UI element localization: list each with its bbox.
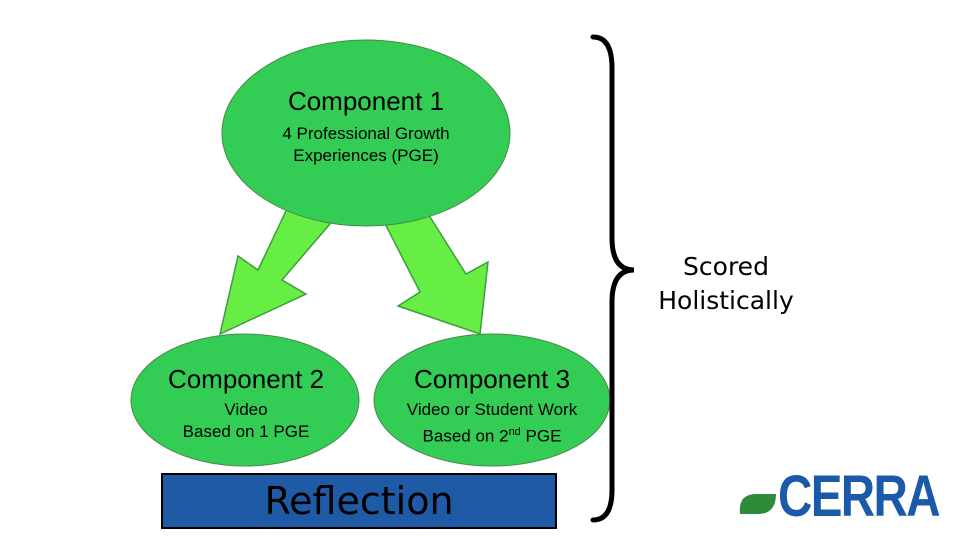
scored-holistically-label: Scored Holistically xyxy=(636,250,816,318)
component1-subtitle-line2: Experiences (PGE) xyxy=(293,146,439,165)
reflection-label: Reflection xyxy=(264,479,454,523)
component3-subtitle: Video or Student Work Based on 2nd PGE xyxy=(374,399,610,448)
scored-line2: Holistically xyxy=(658,286,794,315)
component1-subtitle: 4 Professional Growth Experiences (PGE) xyxy=(222,123,510,167)
arrow-left xyxy=(218,190,337,336)
curly-brace xyxy=(590,34,635,523)
component3-subtitle-suffix: PGE xyxy=(520,426,562,446)
component2-title: Component 2 xyxy=(167,364,325,394)
component3-subtitle-line1: Video or Student Work xyxy=(406,400,578,419)
component2-subtitle-line1: Video xyxy=(224,400,268,419)
component3-subtitle-line2: Based on 2nd PGE xyxy=(374,421,610,448)
component1-ellipse xyxy=(221,39,511,227)
cerra-logo: CERRA xyxy=(778,464,941,529)
reflection-box xyxy=(161,473,557,529)
component2-ellipse xyxy=(130,333,360,467)
component1-subtitle-line1: 4 Professional Growth xyxy=(282,124,450,143)
component1-title: Component 1 xyxy=(287,86,445,116)
component3-subtitle-sup: nd xyxy=(508,426,521,438)
leaf-icon xyxy=(739,494,776,514)
component3-title: Component 3 xyxy=(413,364,571,394)
component2-subtitle-line2: Based on 1 PGE xyxy=(182,422,310,441)
component3-subtitle-prefix: Based on 2 xyxy=(422,426,509,446)
scored-line1: Scored xyxy=(683,252,769,281)
component2-subtitle: Video Based on 1 PGE xyxy=(132,399,360,443)
